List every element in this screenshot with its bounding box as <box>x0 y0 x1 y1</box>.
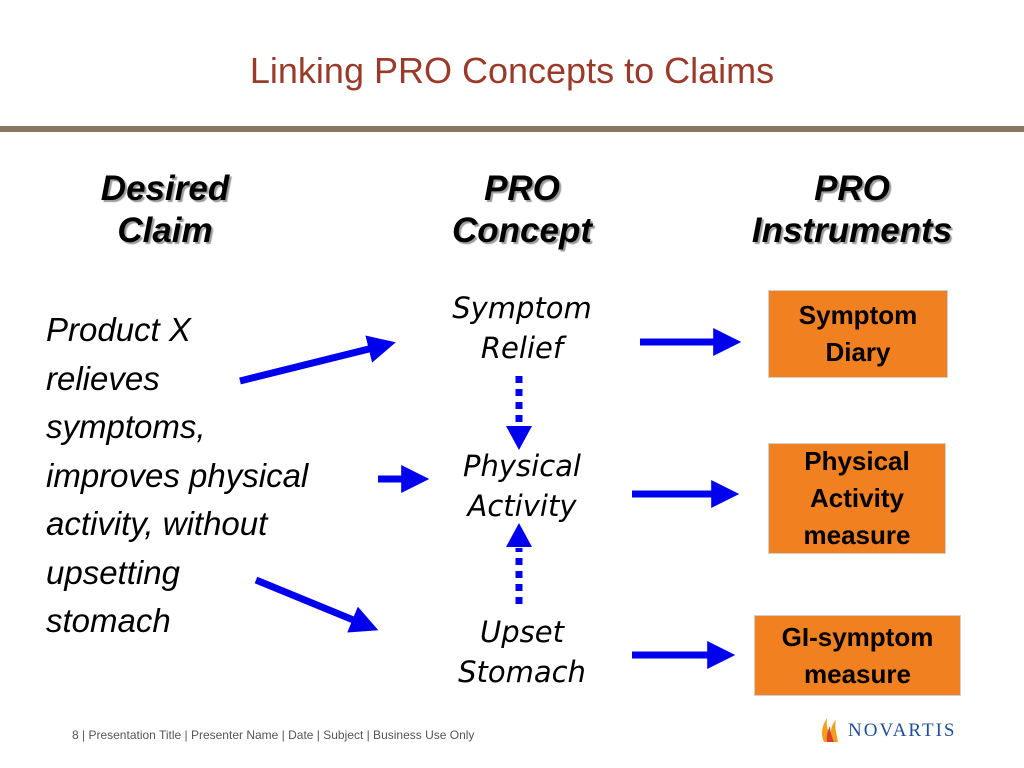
slide-title: Linking PRO Concepts to Claims <box>249 50 775 91</box>
concept-physical-activity: Physical Activity <box>463 449 581 523</box>
desired-claim-text: Product X relieves symptoms, improves ph… <box>46 311 309 639</box>
arrow-claim-to-symptom-relief <box>239 335 396 385</box>
novartis-logo: NOVARTIS <box>818 712 968 746</box>
flame-icon <box>821 718 838 742</box>
instrument-gi-symptom-measure: GI-symptom measure <box>754 615 961 696</box>
header-pro-concept: PRO Concept <box>452 169 592 250</box>
instrument-symptom-diary: Symptom Diary <box>768 290 948 378</box>
concept-symptom-relief: Symptom Relief <box>452 291 592 365</box>
title-divider <box>0 126 1024 132</box>
header-pro-instruments: PRO Instruments <box>751 169 953 250</box>
arrowhead-up <box>506 523 532 547</box>
arrow-claim-to-upset-stomach <box>254 576 379 633</box>
footer-text: 8 | Presentation Title | Presenter Name … <box>72 728 475 742</box>
header-desired-claim: Desired Claim <box>100 169 230 250</box>
logo-wordmark: NOVARTIS <box>848 720 957 741</box>
arrowhead-down <box>506 426 532 450</box>
instrument-physical-activity-measure: Physical Activity measure <box>768 443 946 554</box>
concept-upset-stomach: Upset Stomach <box>458 615 586 689</box>
